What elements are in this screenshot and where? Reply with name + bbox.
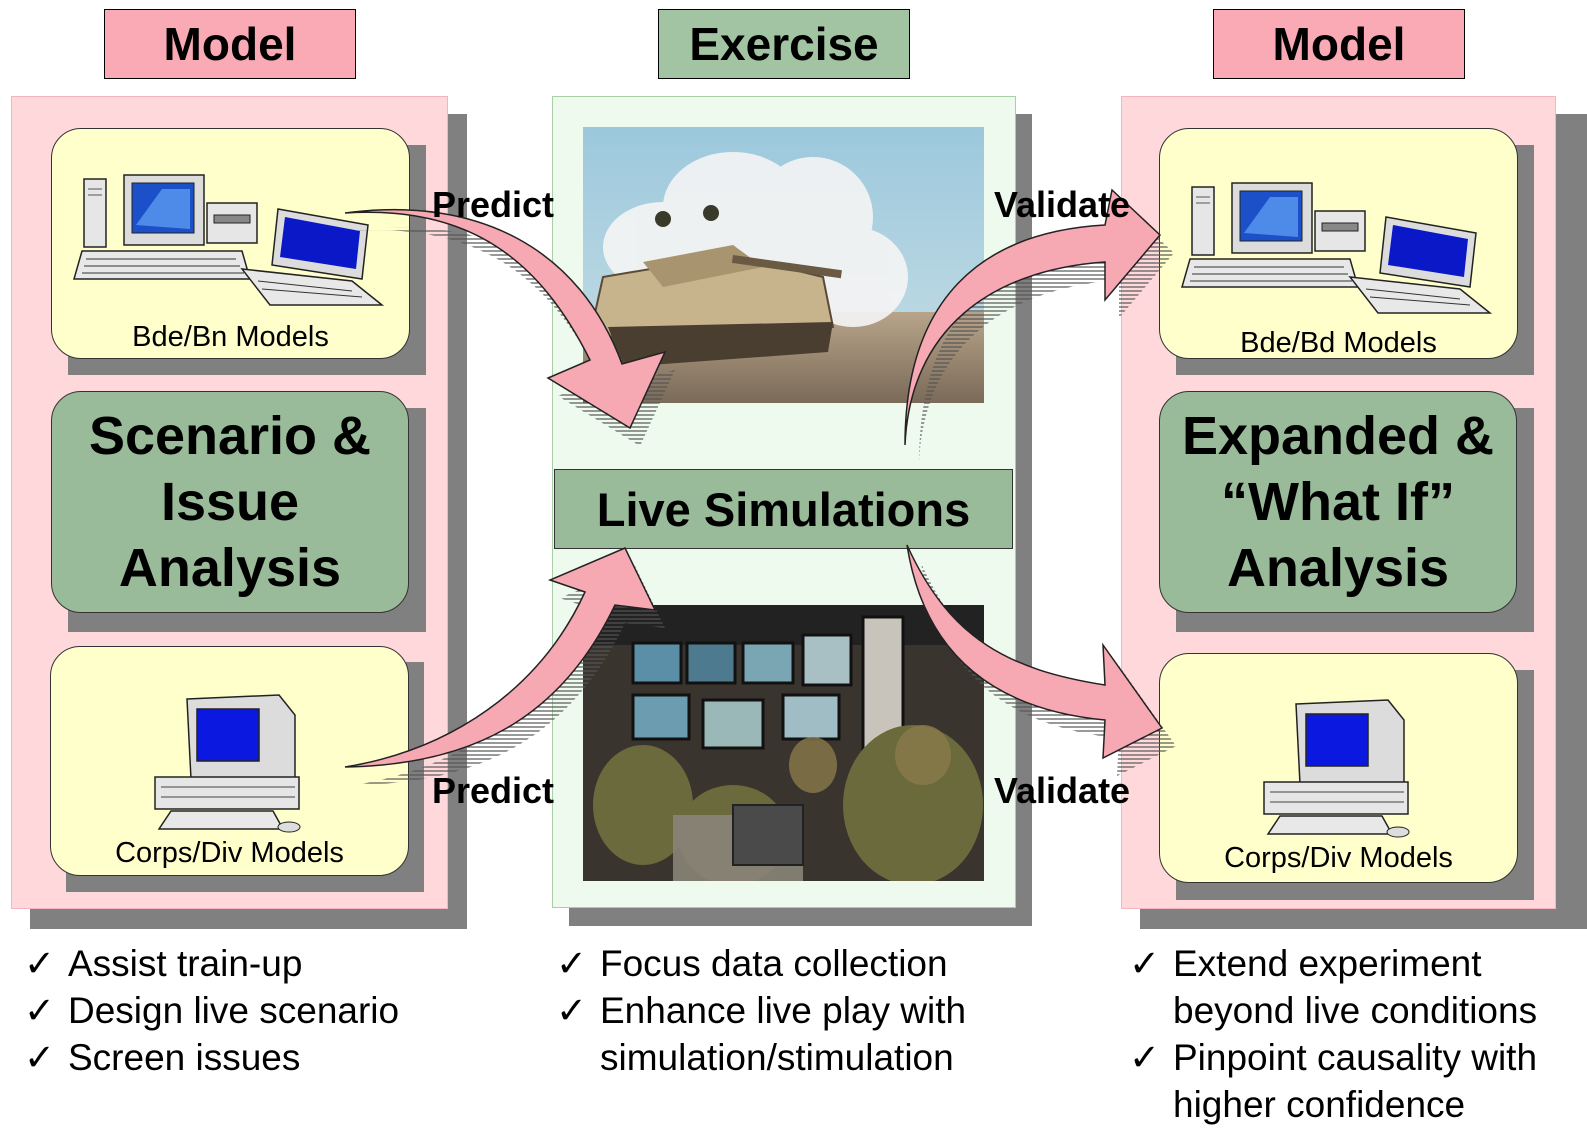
center-bullet: ✓Focus data collection	[556, 940, 1036, 987]
computer-workstation-icon	[73, 174, 385, 306]
right-top-box-label: Bde/Bd Models	[1240, 327, 1437, 359]
right-expanded-analysis-box: Expanded & “What If” Analysis	[1159, 391, 1517, 613]
left-bullet-list: ✓Assist train-up ✓Design live scenario ✓…	[24, 940, 494, 1081]
check-icon: ✓	[556, 990, 588, 1031]
check-icon: ✓	[24, 1037, 56, 1078]
left-scenario-analysis-box: Scenario & Issue Analysis	[51, 391, 409, 613]
right-bde-bd-models-box: Bde/Bd Models	[1159, 128, 1518, 359]
desktop-computer-icon	[154, 694, 301, 833]
tank-photo	[583, 127, 984, 403]
left-bde-bn-models-box: Bde/Bn Models	[51, 128, 410, 359]
left-top-box-label: Bde/Bn Models	[132, 321, 329, 353]
live-simulations-label: Live Simulations	[596, 482, 971, 536]
left-bullet: ✓Design live scenario	[24, 987, 494, 1034]
validate-bottom-label: Validate	[994, 770, 1131, 811]
command-center-photo	[583, 605, 984, 881]
check-icon: ✓	[556, 943, 588, 984]
left-bullet: ✓Assist train-up	[24, 940, 494, 987]
predict-bottom-label: Predict	[432, 770, 555, 811]
left-bottom-box-label: Corps/Div Models	[115, 837, 344, 869]
check-icon: ✓	[1129, 1037, 1161, 1078]
exercise-header: Exercise	[658, 9, 910, 79]
left-bullet: ✓Screen issues	[24, 1034, 494, 1081]
right-bullet: ✓Extend experiment beyond live condition…	[1129, 940, 1584, 1034]
desktop-computer-icon-right	[1263, 699, 1410, 838]
left-corps-div-models-box: Corps/Div Models	[50, 646, 409, 876]
check-icon: ✓	[1129, 943, 1161, 984]
computer-workstation-icon-right	[1181, 182, 1493, 314]
predict-top-label: Predict	[432, 184, 555, 225]
check-icon: ✓	[24, 943, 56, 984]
right-model-header: Model	[1213, 9, 1465, 79]
left-middle-box-label: Scenario & Issue Analysis	[88, 406, 372, 598]
validate-top-label: Validate	[994, 184, 1131, 225]
right-bullet-list: ✓Extend experiment beyond live condition…	[1129, 940, 1584, 1128]
live-simulations-box: Live Simulations	[554, 469, 1013, 549]
left-model-header: Model	[104, 9, 356, 79]
right-bottom-box-label: Corps/Div Models	[1224, 842, 1453, 874]
center-bullet-list: ✓Focus data collection ✓Enhance live pla…	[556, 940, 1036, 1081]
center-bullet: ✓Enhance live play with simulation/stimu…	[556, 987, 1036, 1081]
right-bullet: ✓Pinpoint causality with higher confiden…	[1129, 1034, 1584, 1128]
check-icon: ✓	[24, 990, 56, 1031]
right-middle-box-label: Expanded & “What If” Analysis	[1181, 406, 1495, 598]
right-corps-div-models-box: Corps/Div Models	[1159, 653, 1518, 883]
